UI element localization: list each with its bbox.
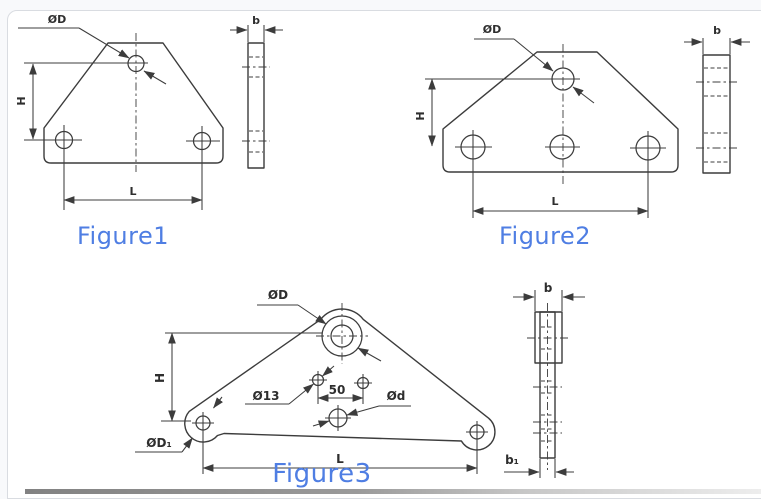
fig3-corner-hole-diameter-label: ØD₁ [146, 436, 171, 450]
fig3-height-label: H [153, 373, 167, 383]
figure2-front-view: H ØD L [414, 23, 679, 218]
fig1-thickness-label: b [252, 14, 260, 27]
fig1-height-label: H [15, 96, 28, 105]
fig3-mid-hole-diameter-label: Ød [387, 389, 406, 403]
fig3-bottom-thickness-label: b₁ [505, 453, 519, 467]
screenshot-card [7, 10, 761, 499]
fig3-length-label: L [336, 452, 344, 466]
fig3-small-hole-diameter-label: Ø13 [253, 389, 280, 403]
figure3-side-view: b b₁ [504, 281, 585, 478]
fig2-thickness-label: b [713, 24, 721, 37]
figure2-side-view: b [684, 24, 750, 174]
fig2-height-label: H [414, 111, 427, 120]
fig3-hole-spacing-label: 50 [329, 383, 346, 397]
figure1-caption: Figure1 [76, 222, 170, 250]
fig3-hole-diameter-label: ØD [268, 288, 288, 302]
figure2-caption: Figure2 [498, 222, 592, 250]
bottom-edge-strip [25, 489, 761, 494]
figure3-caption: Figure3 [272, 459, 372, 489]
figure1-front-view: H ØD L [15, 13, 224, 210]
fig1-hole-diameter-label: ØD [48, 13, 66, 26]
figure1-side-view: b [230, 14, 283, 169]
fig2-length-label: L [551, 195, 558, 208]
fig2-hole-diameter-label: ØD [483, 23, 501, 36]
fig3-thickness-label: b [544, 281, 553, 295]
fig1-length-label: L [129, 185, 136, 198]
figure3-front-view: H ØD ØD₁ Ø13 50 Ød L [135, 288, 496, 474]
